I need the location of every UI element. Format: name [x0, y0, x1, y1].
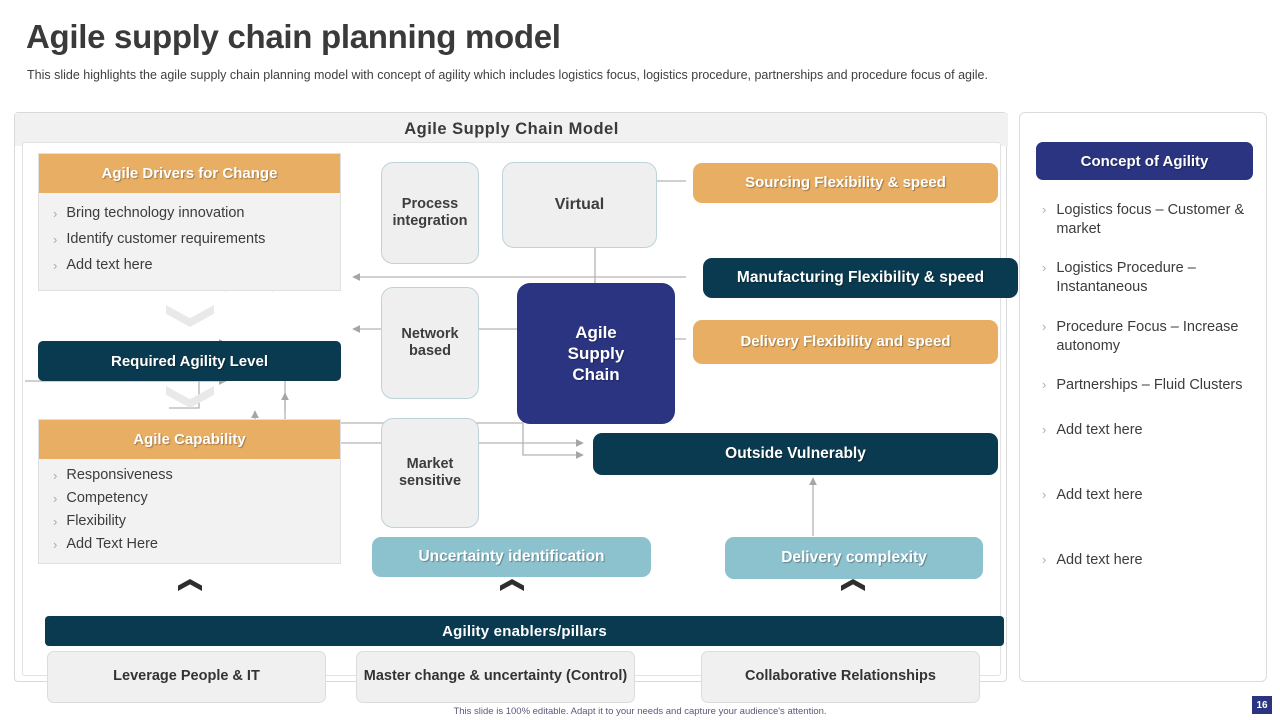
node-network-based[interactable]: [381, 287, 479, 399]
chevron-right-icon: ›: [53, 467, 58, 483]
agility-enablers-bar[interactable]: Agility enablers/pillars: [45, 616, 1004, 646]
chevron-right-icon: ›: [1042, 487, 1047, 502]
node-market-sensitive-label: Market sensitive: [398, 456, 462, 489]
chevron-right-icon: ›: [53, 513, 58, 529]
page-number: 16: [1252, 696, 1272, 714]
sidebar-item-placeholder-1[interactable]: › Add text here: [1042, 421, 1254, 440]
sidebar-item-procedure-focus[interactable]: › Procedure Focus – Increase autonomy: [1042, 318, 1254, 356]
chevron-right-icon: ›: [53, 537, 58, 553]
sidebar-concept-of-agility: Concept of Agility › Logistics focus – C…: [1019, 112, 1267, 682]
chevron-right-icon: ›: [1042, 202, 1047, 217]
chevron-right-icon: ›: [53, 206, 58, 221]
chevron-right-icon: ›: [1042, 260, 1047, 276]
chevron-right-icon: ›: [1042, 376, 1047, 392]
band-required-agility-level[interactable]: Required Agility Level: [38, 341, 341, 381]
box-uncertainty-identification[interactable]: Uncertainty identification: [372, 537, 651, 577]
list-item-label: Competency: [66, 489, 148, 506]
list-item[interactable]: › Competency: [53, 487, 330, 510]
sidebar-item-logistics-procedure[interactable]: › Logistics Procedure – Instantaneous: [1042, 259, 1254, 297]
sidebar-item-label: Partnerships – Fluid Clusters: [1056, 376, 1243, 393]
sidebar-title: Concept of Agility: [1036, 142, 1253, 180]
node-agile-supply-chain-hub[interactable]: Agile Supply Chain: [517, 283, 675, 424]
sidebar-item-label: Add text here: [1056, 487, 1143, 503]
list-item-label: Bring technology innovation: [66, 205, 245, 221]
list-item-label: Responsiveness: [66, 466, 173, 483]
list-item-label: Add Text Here: [66, 536, 158, 553]
chevron-right-icon: ›: [1042, 421, 1047, 437]
node-market-sensitive[interactable]: [381, 418, 479, 528]
list-item[interactable]: › Identify customer requirements: [53, 227, 330, 253]
sidebar-item-partnerships[interactable]: › Partnerships – Fluid Clusters: [1042, 376, 1254, 395]
enabler-box-1[interactable]: Leverage People & IT: [47, 651, 326, 703]
box-manufacturing-flexibility[interactable]: Manufacturing Flexibility & speed: [703, 258, 1018, 298]
panel-agile-drivers: Agile Drivers for Change › Bring technol…: [38, 153, 341, 291]
chevron-right-icon: ›: [53, 258, 58, 274]
sidebar-item-label: Logistics focus – Customer & market: [1056, 202, 1245, 238]
node-network-based-label: Network based: [401, 326, 459, 359]
list-item-label: Add text here: [66, 257, 153, 274]
page-subtitle: This slide highlights the agile supply c…: [27, 68, 988, 82]
panel-agile-drivers-title: Agile Drivers for Change: [39, 154, 340, 193]
node-process-integration-label: Process integration: [392, 196, 468, 229]
panel-agile-capability-list: › Responsiveness › Competency › Flexibil…: [39, 459, 340, 563]
node-virtual-label: Virtual: [554, 195, 605, 213]
page-title: Agile supply chain planning model: [26, 18, 561, 55]
sidebar-item-logistics-focus[interactable]: › Logistics focus – Customer & market: [1042, 201, 1254, 239]
list-item[interactable]: › Add text here: [53, 253, 330, 279]
chevron-right-icon: ›: [53, 232, 58, 248]
model-panel-title: Agile Supply Chain Model: [15, 113, 1008, 146]
box-delivery-complexity[interactable]: Delivery complexity: [725, 537, 983, 579]
panel-agile-capability-title: Agile Capability: [39, 420, 340, 459]
sidebar-item-label: Add text here: [1056, 552, 1143, 569]
list-item[interactable]: › Add Text Here: [53, 534, 330, 557]
list-item[interactable]: › Flexibility: [53, 510, 330, 533]
model-diagram: Process integration Virtual Network base…: [22, 142, 1018, 703]
node-process-integration[interactable]: [381, 162, 479, 264]
list-item[interactable]: › Bring technology innovation: [53, 201, 330, 227]
chevron-right-icon: ›: [1042, 318, 1047, 334]
box-delivery-flexibility[interactable]: Delivery Flexibility and speed: [693, 320, 998, 364]
list-item[interactable]: › Responsiveness: [53, 464, 330, 487]
enabler-box-2[interactable]: Master change & uncertainty (Control): [356, 651, 635, 703]
list-item-label: Identify customer requirements: [66, 231, 266, 248]
sidebar-item-label: Add text here: [1056, 421, 1143, 438]
panel-agile-capability: Agile Capability › Responsiveness › Comp…: [38, 419, 341, 564]
node-virtual[interactable]: [502, 162, 657, 248]
chevron-right-icon: ›: [1042, 552, 1047, 568]
box-outside-vulnerably[interactable]: Outside Vulnerably: [593, 433, 998, 475]
panel-agile-drivers-list: › Bring technology innovation › Identify…: [39, 193, 340, 290]
sidebar-item-label: Logistics Procedure – Instantaneous: [1056, 260, 1196, 296]
box-sourcing-flexibility[interactable]: Sourcing Flexibility & speed: [693, 163, 998, 203]
sidebar-item-placeholder-2[interactable]: › Add text here: [1042, 486, 1254, 505]
list-item-label: Flexibility: [66, 512, 126, 529]
enabler-box-3[interactable]: Collaborative Relationships: [701, 651, 980, 703]
chevron-right-icon: ›: [53, 490, 58, 506]
model-panel: Agile Supply Chain Model: [14, 112, 1018, 703]
footer-note: This slide is 100% editable. Adapt it to…: [453, 706, 827, 717]
sidebar-item-placeholder-3[interactable]: › Add text here: [1042, 551, 1254, 570]
sidebar-list: › Logistics focus – Customer & market › …: [1042, 201, 1254, 590]
sidebar-item-label: Procedure Focus – Increase autonomy: [1056, 318, 1239, 354]
